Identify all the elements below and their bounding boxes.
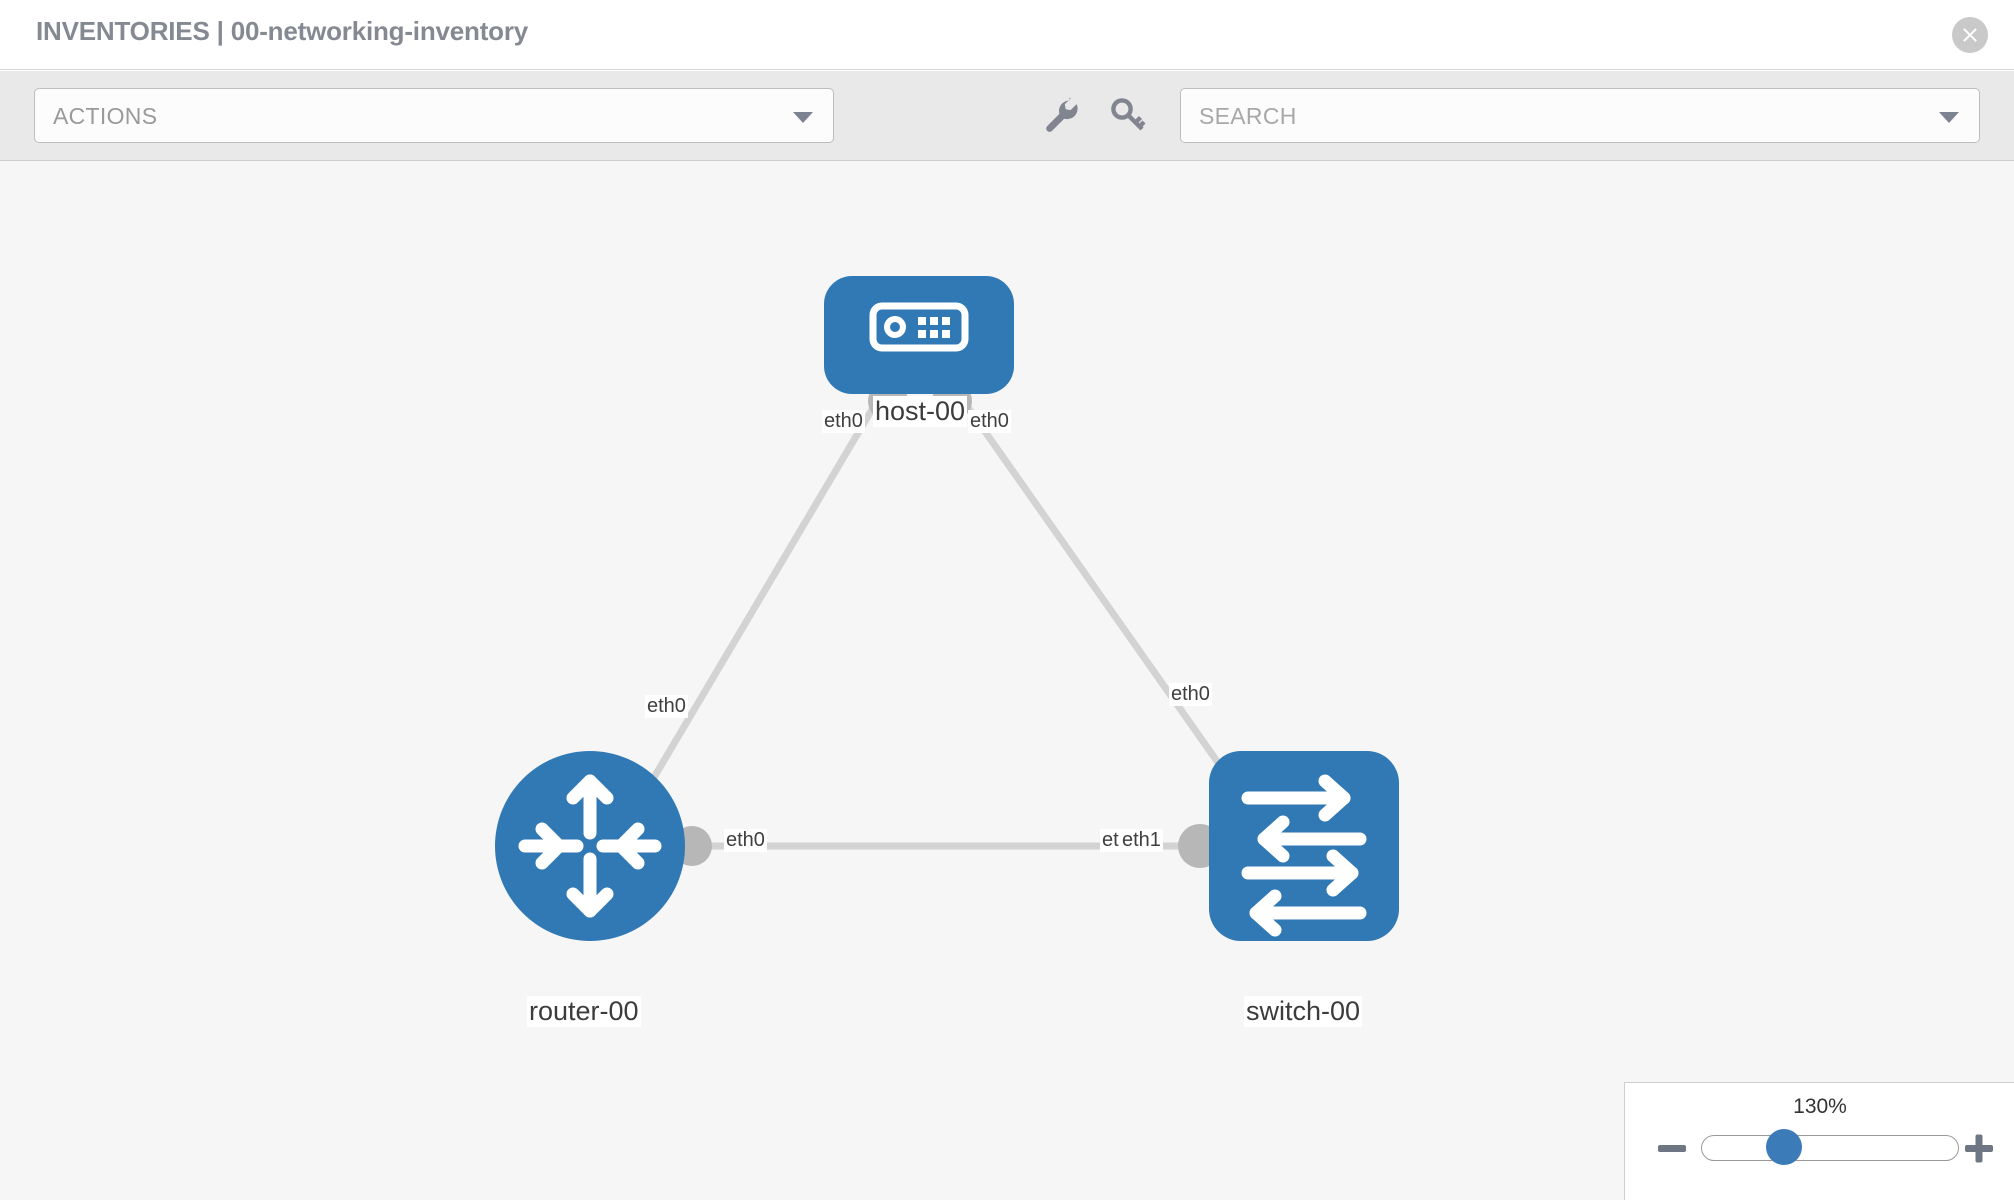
iface-label-switch-up: eth0 <box>1169 683 1212 706</box>
chevron-down-icon[interactable] <box>1939 112 1959 123</box>
link-host-router <box>636 394 884 803</box>
wrench-icon[interactable] <box>1038 93 1082 137</box>
chevron-down-icon <box>793 112 813 123</box>
link-host-switch <box>957 393 1248 804</box>
close-icon[interactable] <box>1952 17 1988 53</box>
topology-ports <box>616 381 1258 868</box>
iface-label-host-left: eth0 <box>822 410 865 433</box>
page-header: INVENTORIES | 00-networking-inventory <box>0 0 2014 70</box>
search-input[interactable]: SEARCH <box>1180 88 1980 143</box>
node-router-00 <box>495 751 685 941</box>
node-switch-00 <box>1209 751 1399 941</box>
search-placeholder: SEARCH <box>1199 103 1297 129</box>
iface-label-host-right: eth0 <box>968 410 1011 433</box>
zoom-slider-thumb[interactable] <box>1766 1129 1802 1165</box>
iface-label-switch-left: eth1 <box>1120 829 1163 852</box>
iface-label-router-up: eth0 <box>645 695 688 718</box>
zoom-slider[interactable] <box>1701 1135 1959 1161</box>
plus-icon[interactable] <box>1962 1131 1996 1165</box>
toolbar: ACTIONS SEARCH <box>0 71 2014 161</box>
iface-label-router-right: eth0 <box>724 829 767 852</box>
minus-icon[interactable] <box>1655 1131 1689 1165</box>
node-label-router-00[interactable]: router-00 <box>527 996 641 1028</box>
key-icon[interactable] <box>1106 93 1150 137</box>
node-label-host-00[interactable]: host-00 <box>873 396 968 428</box>
zoom-control-panel: 130% <box>1624 1082 2014 1200</box>
zoom-level-value: 130% <box>1793 1095 1847 1118</box>
actions-dropdown[interactable]: ACTIONS <box>34 88 834 143</box>
node-host-00 <box>824 276 1014 394</box>
node-label-switch-00[interactable]: switch-00 <box>1244 996 1363 1028</box>
page-title: INVENTORIES | 00-networking-inventory <box>36 16 529 46</box>
actions-dropdown-label: ACTIONS <box>53 103 158 129</box>
topology-links <box>636 393 1248 850</box>
topology-canvas[interactable]: host-00 router-00 switch-00 eth0 eth0 et… <box>0 161 2014 1200</box>
